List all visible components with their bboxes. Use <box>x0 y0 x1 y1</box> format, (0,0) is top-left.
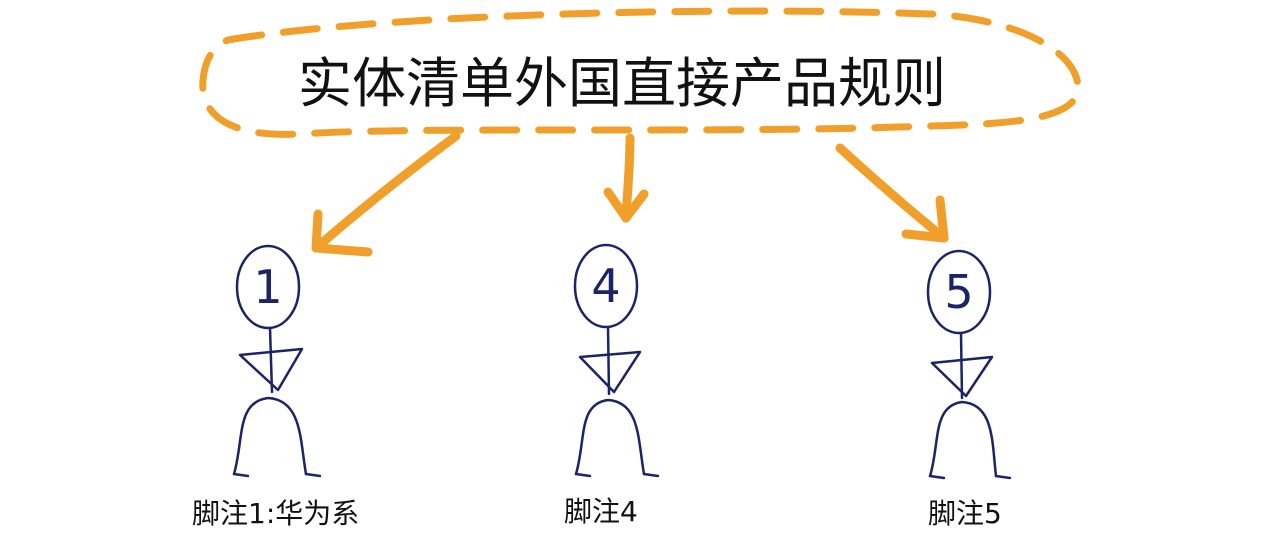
figure-3-neck <box>961 333 962 398</box>
figure-1-head-label: 1 <box>253 260 282 314</box>
diagram-title: 实体清单外国直接产品规则 <box>298 52 946 115</box>
arrow-to-figure-2 <box>608 138 644 218</box>
figure-2-legs <box>576 400 644 474</box>
figure-2-head-label: 4 <box>591 259 620 313</box>
figure-2-caption: 脚注4 <box>564 490 638 530</box>
arrow-to-figure-3 <box>840 148 944 238</box>
figure-1-legs <box>234 398 306 474</box>
figure-3-legs <box>930 402 996 476</box>
figure-2-neck <box>608 327 609 394</box>
figure-1-caption: 脚注1:华为系 <box>192 492 359 532</box>
figure-3-caption: 脚注5 <box>928 492 1002 532</box>
figure-3-head-label: 5 <box>944 265 973 319</box>
arrow-to-figure-1 <box>316 136 456 252</box>
